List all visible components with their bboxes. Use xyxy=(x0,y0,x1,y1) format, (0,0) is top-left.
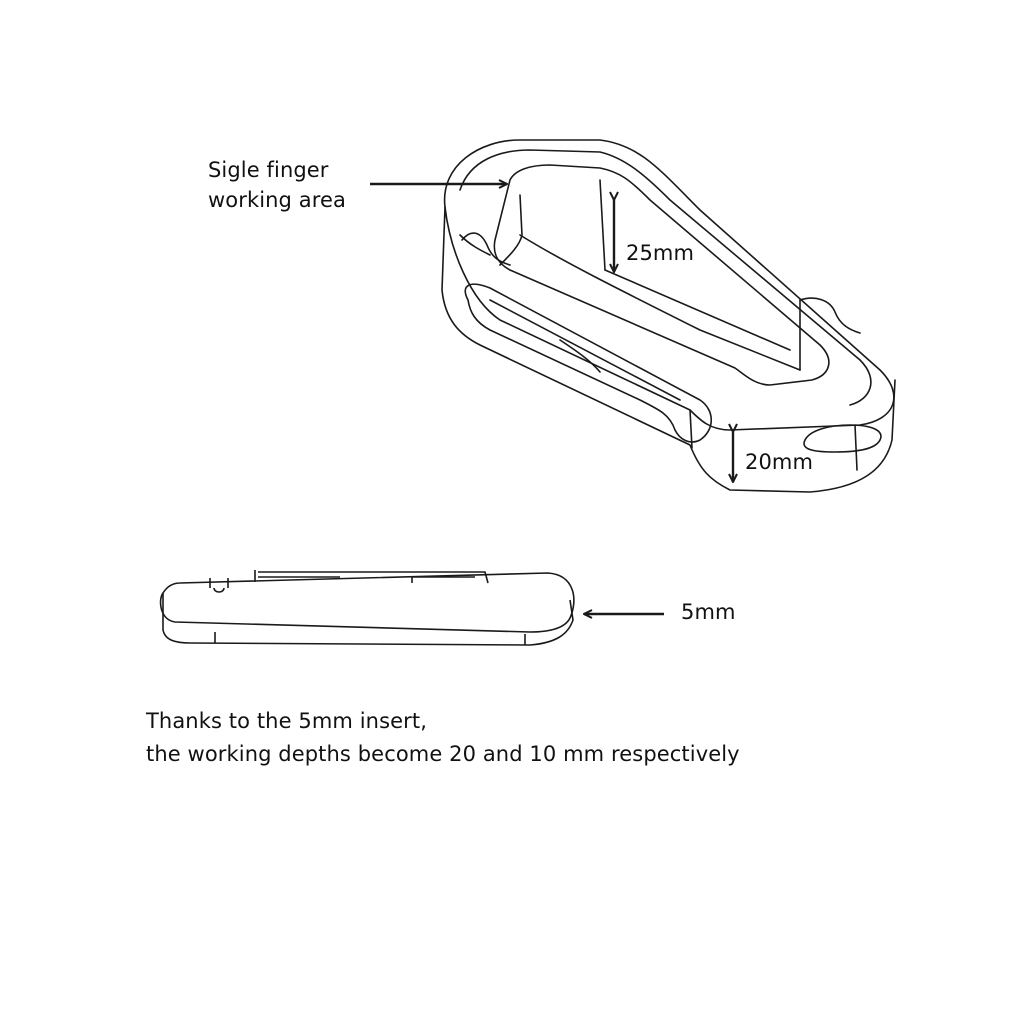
insert-plate-top xyxy=(159,572,575,633)
finger-area-label-line2: working area xyxy=(208,188,346,212)
callout-arrows xyxy=(370,184,733,614)
tray-side-slot-inner xyxy=(489,299,681,401)
insert-plate-edge xyxy=(162,593,574,646)
tray-rim-bevel xyxy=(459,149,872,406)
caption-line1: Thanks to the 5mm insert, xyxy=(146,709,427,733)
tray-inner-rim xyxy=(493,164,830,386)
tray-notch-right xyxy=(799,297,861,334)
insert-plate-tabs xyxy=(254,570,489,584)
tray-side-slot xyxy=(464,283,713,443)
insert-plate-edge-ticks xyxy=(214,632,526,645)
tray-edge-verticals xyxy=(689,409,858,471)
height-20mm-label: 20mm xyxy=(745,450,814,474)
caption: Thanks to the 5mm insert, the working de… xyxy=(146,705,740,771)
depth-25mm-label: 25mm xyxy=(626,241,695,265)
tray-end-slot xyxy=(803,424,882,453)
finger-area-label: Sigle finger working area xyxy=(208,155,346,215)
tray-outer-rim xyxy=(443,139,895,431)
tray-outer-body xyxy=(441,206,896,493)
insert-5mm-label: 5mm xyxy=(681,600,736,624)
finger-area-label-line1: Sigle finger xyxy=(208,158,329,182)
insert-plate-drawing xyxy=(159,570,575,646)
tray-inner-floor xyxy=(519,234,801,371)
caption-line2: the working depths become 20 and 10 mm r… xyxy=(146,742,740,766)
tray-notch-left xyxy=(461,232,511,266)
tray-drawing xyxy=(441,139,896,493)
insert-plate-slot xyxy=(209,578,229,593)
